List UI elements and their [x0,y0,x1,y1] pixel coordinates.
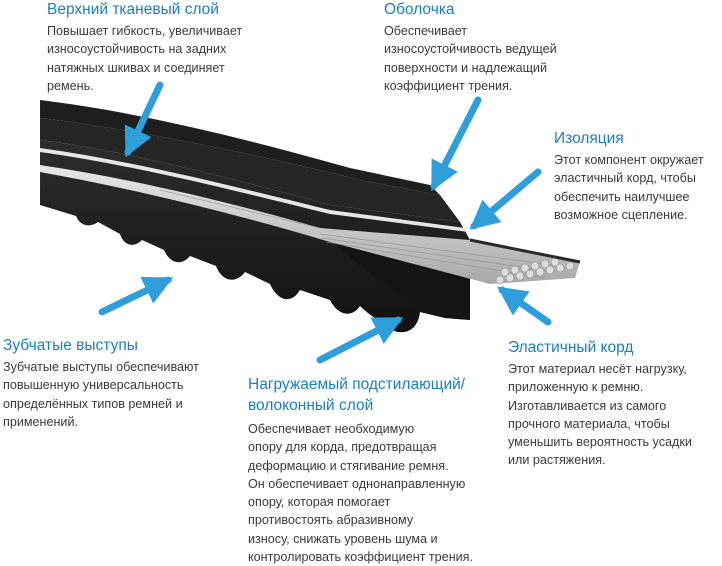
callout-insulation: Изоляция Этот компонент окружает эластич… [554,129,722,224]
callout-title: Нагружаемый подстилающий/ волоконный сло… [248,376,466,414]
callout-title: Зубчатые выступы [3,337,138,354]
callout-top-fabric: Верхний тканевый слой Повышает гибкость,… [47,0,297,95]
callout-cord: Эластичный корд Этот материал несёт нагр… [508,338,720,470]
callout-title: Оболочка [384,1,455,18]
arrow-pointer-icon [497,286,552,326]
callout-text: Обеспечивает необходимую опору для корда… [248,422,474,565]
callout-title: Верхний тканевый слой [47,1,219,18]
cord-layer [40,165,581,285]
callout-cover: Оболочка Обеспечивает износоустойчивость… [384,0,614,95]
callout-title: Эластичный корд [508,339,634,356]
arrow-pointer-icon [124,81,164,158]
arrow-pointer-icon [316,316,404,364]
arrow-pointer-icon [430,96,482,192]
callout-text: Этот компонент окружает эластичный корд,… [554,153,704,222]
callout-cushion: Нагружаемый подстилающий/ волоконный сло… [248,374,508,566]
arrow-pointer-icon [98,276,174,316]
callout-text: Зубчатые выступы обеспечивают повышенную… [3,360,199,429]
callout-teeth: Зубчатые выступы Зубчатые выступы обеспе… [3,336,233,431]
arrow-pointer-icon [469,168,542,230]
callout-title: Изоляция [554,130,624,147]
callout-text: Обеспечивает износоустойчивость ведущей … [384,24,557,93]
callout-text: Этот материал несёт нагрузку, приложенну… [508,362,692,468]
callout-text: Повышает гибкость, увеличивает износоуст… [47,24,243,93]
